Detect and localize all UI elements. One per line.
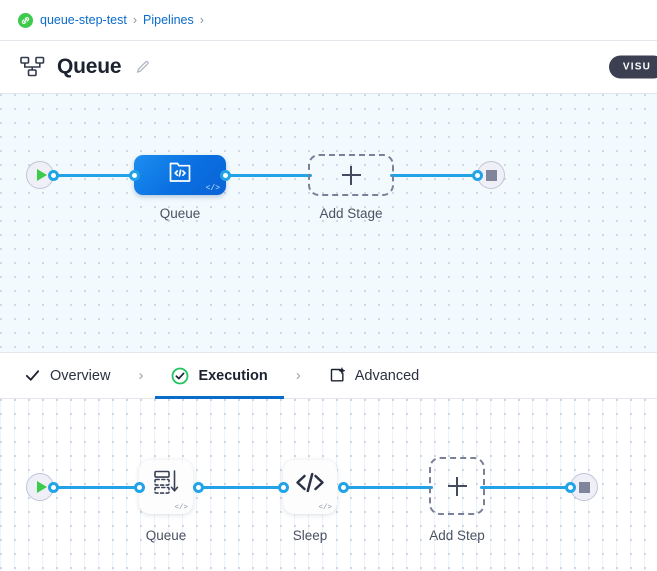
edge-start-to-queue [52, 174, 142, 177]
add-stage-label: Add Stage [319, 206, 383, 221]
plus-icon [447, 476, 467, 496]
port-sleep-in[interactable] [278, 482, 289, 493]
code-stage-icon [167, 161, 193, 190]
tab-advanced-label: Advanced [354, 367, 420, 384]
page-header: Queue VISU [0, 41, 657, 94]
queue-stack-icon [151, 468, 181, 501]
stage-label-queue: Queue [159, 206, 201, 221]
execution-canvas[interactable]: </> Queue </> Sleep Add Step [0, 399, 657, 571]
stop-square-icon [485, 169, 497, 181]
visual-mode-toggle[interactable]: VISU [608, 55, 657, 79]
page-title: Queue [57, 55, 122, 78]
tab-overview-label: Overview [50, 367, 111, 384]
code-angle-icon [293, 470, 327, 499]
breadcrumb-separator: › [132, 13, 138, 27]
port-start-out[interactable] [48, 170, 59, 181]
visual-mode-label: VISU [622, 61, 651, 73]
add-step-button[interactable] [429, 457, 485, 515]
tab-advanced[interactable]: Advanced [327, 353, 422, 399]
port-start-out[interactable] [48, 482, 59, 493]
tab-separator-1: › [138, 367, 144, 384]
settings-frame-icon [330, 367, 345, 382]
tab-separator-2: › [295, 367, 301, 384]
stop-square-icon [578, 481, 590, 493]
breadcrumb-item-project[interactable]: queue-step-test [40, 13, 127, 27]
plus-icon [341, 165, 361, 185]
tab-overview[interactable]: Overview [22, 353, 112, 399]
tab-execution[interactable]: Execution [155, 353, 285, 399]
step-label-sleep: Sleep [292, 528, 328, 543]
check-icon [25, 370, 40, 381]
stage-node-queue[interactable]: </> [134, 155, 226, 195]
edge-addstep-to-end [480, 486, 572, 489]
step-node-sleep[interactable]: </> [283, 460, 337, 514]
add-stage-button[interactable] [308, 154, 394, 196]
edge-addstage-to-end [390, 174, 482, 177]
breadcrumb-item-pipelines[interactable]: Pipelines [143, 13, 194, 27]
tab-execution-label: Execution [198, 367, 268, 384]
code-badge: </> [174, 504, 188, 512]
link-circle-icon [18, 12, 33, 28]
step-node-queue[interactable]: </> [139, 460, 193, 514]
code-badge: </> [205, 184, 220, 193]
port-end-in[interactable] [472, 170, 483, 181]
port-queue-in[interactable] [129, 170, 140, 181]
edge-sleep-to-addstep [341, 486, 433, 489]
breadcrumb-separator-trailing: › [199, 13, 204, 27]
add-step-label: Add Step [429, 528, 485, 543]
port-queue-out[interactable] [220, 170, 231, 181]
port-queue-step-out[interactable] [193, 482, 204, 493]
check-circle-green-icon [172, 367, 189, 384]
edge-queue-to-sleep [196, 486, 288, 489]
edge-queue-to-addstage [222, 174, 312, 177]
pipeline-hierarchy-icon [20, 56, 46, 78]
play-icon [36, 481, 47, 493]
step-label-queue: Queue [145, 528, 187, 543]
edge-start-to-queue-step [52, 486, 142, 489]
port-sleep-out[interactable] [338, 482, 349, 493]
code-badge: </> [318, 504, 332, 512]
breadcrumb: queue-step-test › Pipelines › [0, 0, 657, 41]
pencil-icon[interactable] [135, 59, 151, 75]
port-end-in[interactable] [565, 482, 576, 493]
port-queue-step-in[interactable] [134, 482, 145, 493]
pipeline-canvas[interactable]: </> Queue Add Stage [0, 94, 657, 352]
play-icon [36, 169, 47, 181]
stage-tabs: Overview › Execution › Advanced [0, 352, 657, 399]
